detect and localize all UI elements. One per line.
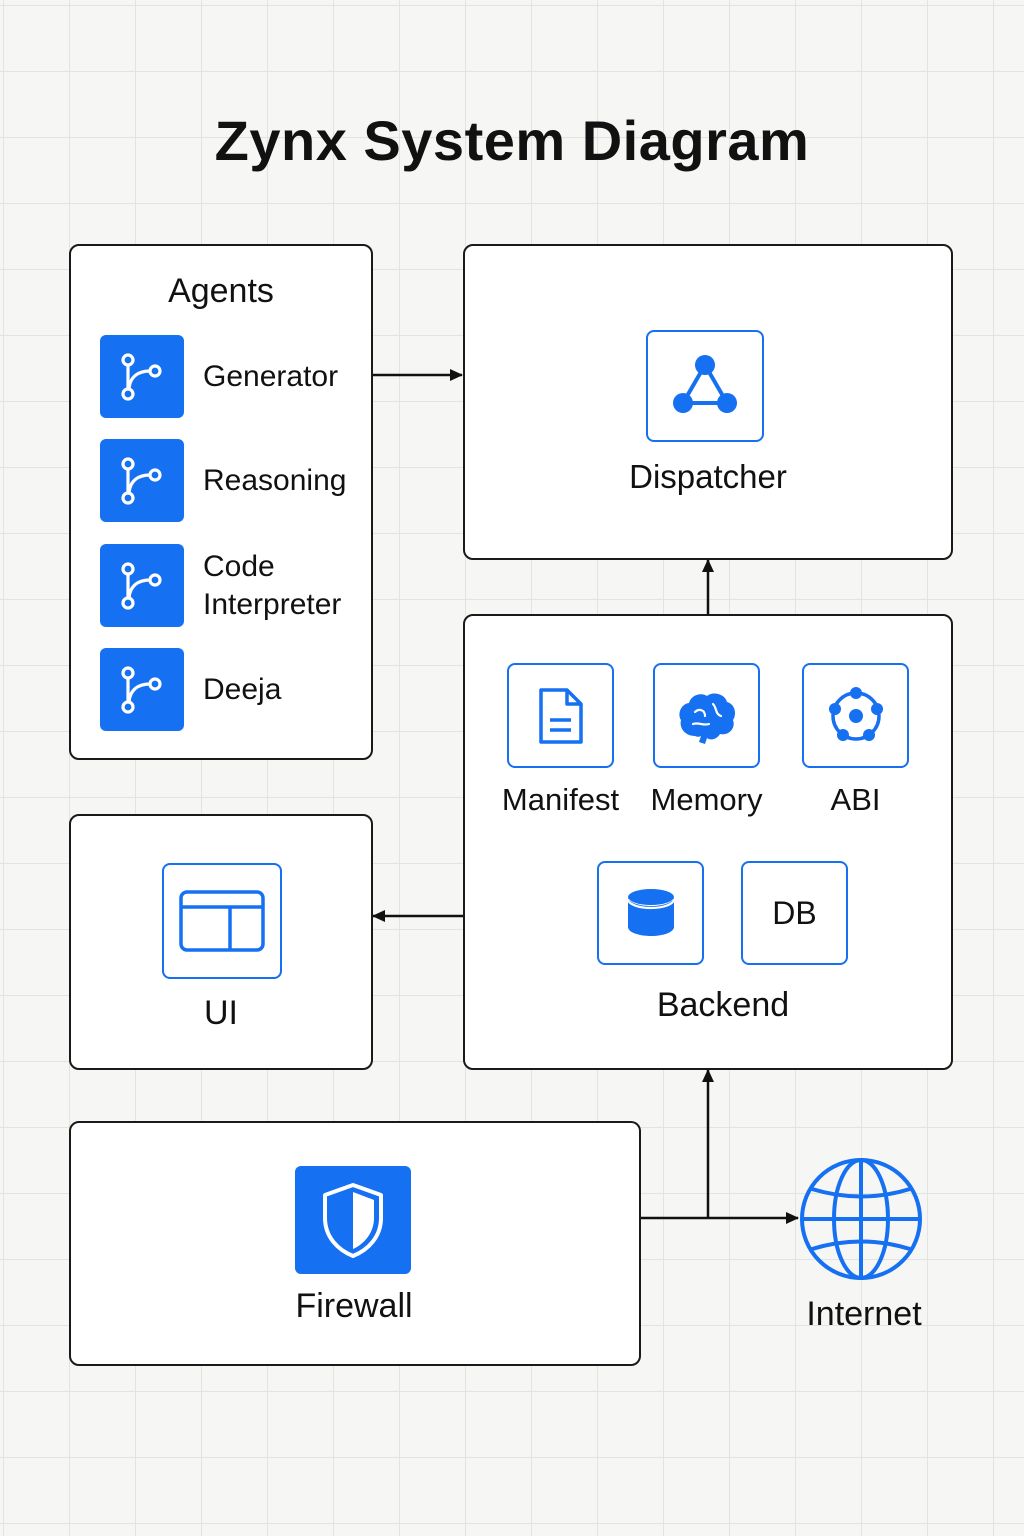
diagram-title: Zynx System Diagram	[214, 109, 810, 172]
firewall-icon-tile	[295, 1166, 411, 1274]
abi-icon-tile	[802, 663, 909, 768]
agent-deeja-label: Deeja	[203, 673, 282, 706]
db-tile: DB	[741, 861, 848, 965]
dispatcher-label: Dispatcher	[629, 458, 787, 495]
firewall-label: Firewall	[295, 1287, 413, 1325]
shield-icon	[323, 1183, 383, 1258]
agent-deeja-tile	[100, 648, 184, 731]
ui-label: UI	[204, 994, 238, 1032]
abi-label: ABI	[830, 782, 881, 817]
git-branch-icon	[121, 456, 162, 505]
agents-box: Agents Generator Reasoning	[69, 244, 373, 760]
agent-code-interpreter-label: Code Interpreter	[203, 550, 342, 621]
globe-icon	[800, 1158, 922, 1280]
dispatcher-box: Dispatcher	[463, 244, 953, 560]
git-branch-icon	[121, 352, 162, 401]
internet-label: Internet	[806, 1295, 922, 1333]
database-icon	[626, 889, 675, 936]
agent-reasoning-tile	[100, 439, 184, 522]
node-ring-icon	[828, 686, 883, 741]
agent-reasoning-label: Reasoning	[203, 464, 347, 497]
agent-code-interpreter-tile	[100, 544, 184, 627]
memory-icon-tile	[653, 663, 760, 768]
manifest-label: Manifest	[501, 782, 620, 817]
agents-title: Agents	[168, 272, 274, 310]
brain-icon	[678, 693, 735, 744]
browser-window-icon	[179, 890, 265, 952]
git-branch-icon	[121, 561, 162, 610]
agent-generator-label: Generator	[203, 360, 339, 393]
backend-label: Backend	[656, 986, 790, 1024]
ui-box: UI	[69, 814, 373, 1070]
memory-label: Memory	[650, 782, 763, 817]
agent-generator-tile	[100, 335, 184, 418]
git-branch-icon	[121, 665, 162, 714]
dispatcher-icon-tile	[646, 330, 764, 442]
ui-icon-tile	[162, 863, 282, 979]
manifest-icon-tile	[507, 663, 614, 768]
db-label: DB	[772, 894, 817, 931]
database-icon-tile	[597, 861, 704, 965]
backend-box: Manifest Memory ABI DB Backend	[463, 614, 953, 1070]
network-triangle-icon	[673, 355, 737, 413]
firewall-box: Firewall	[69, 1121, 641, 1366]
document-icon	[538, 687, 583, 744]
